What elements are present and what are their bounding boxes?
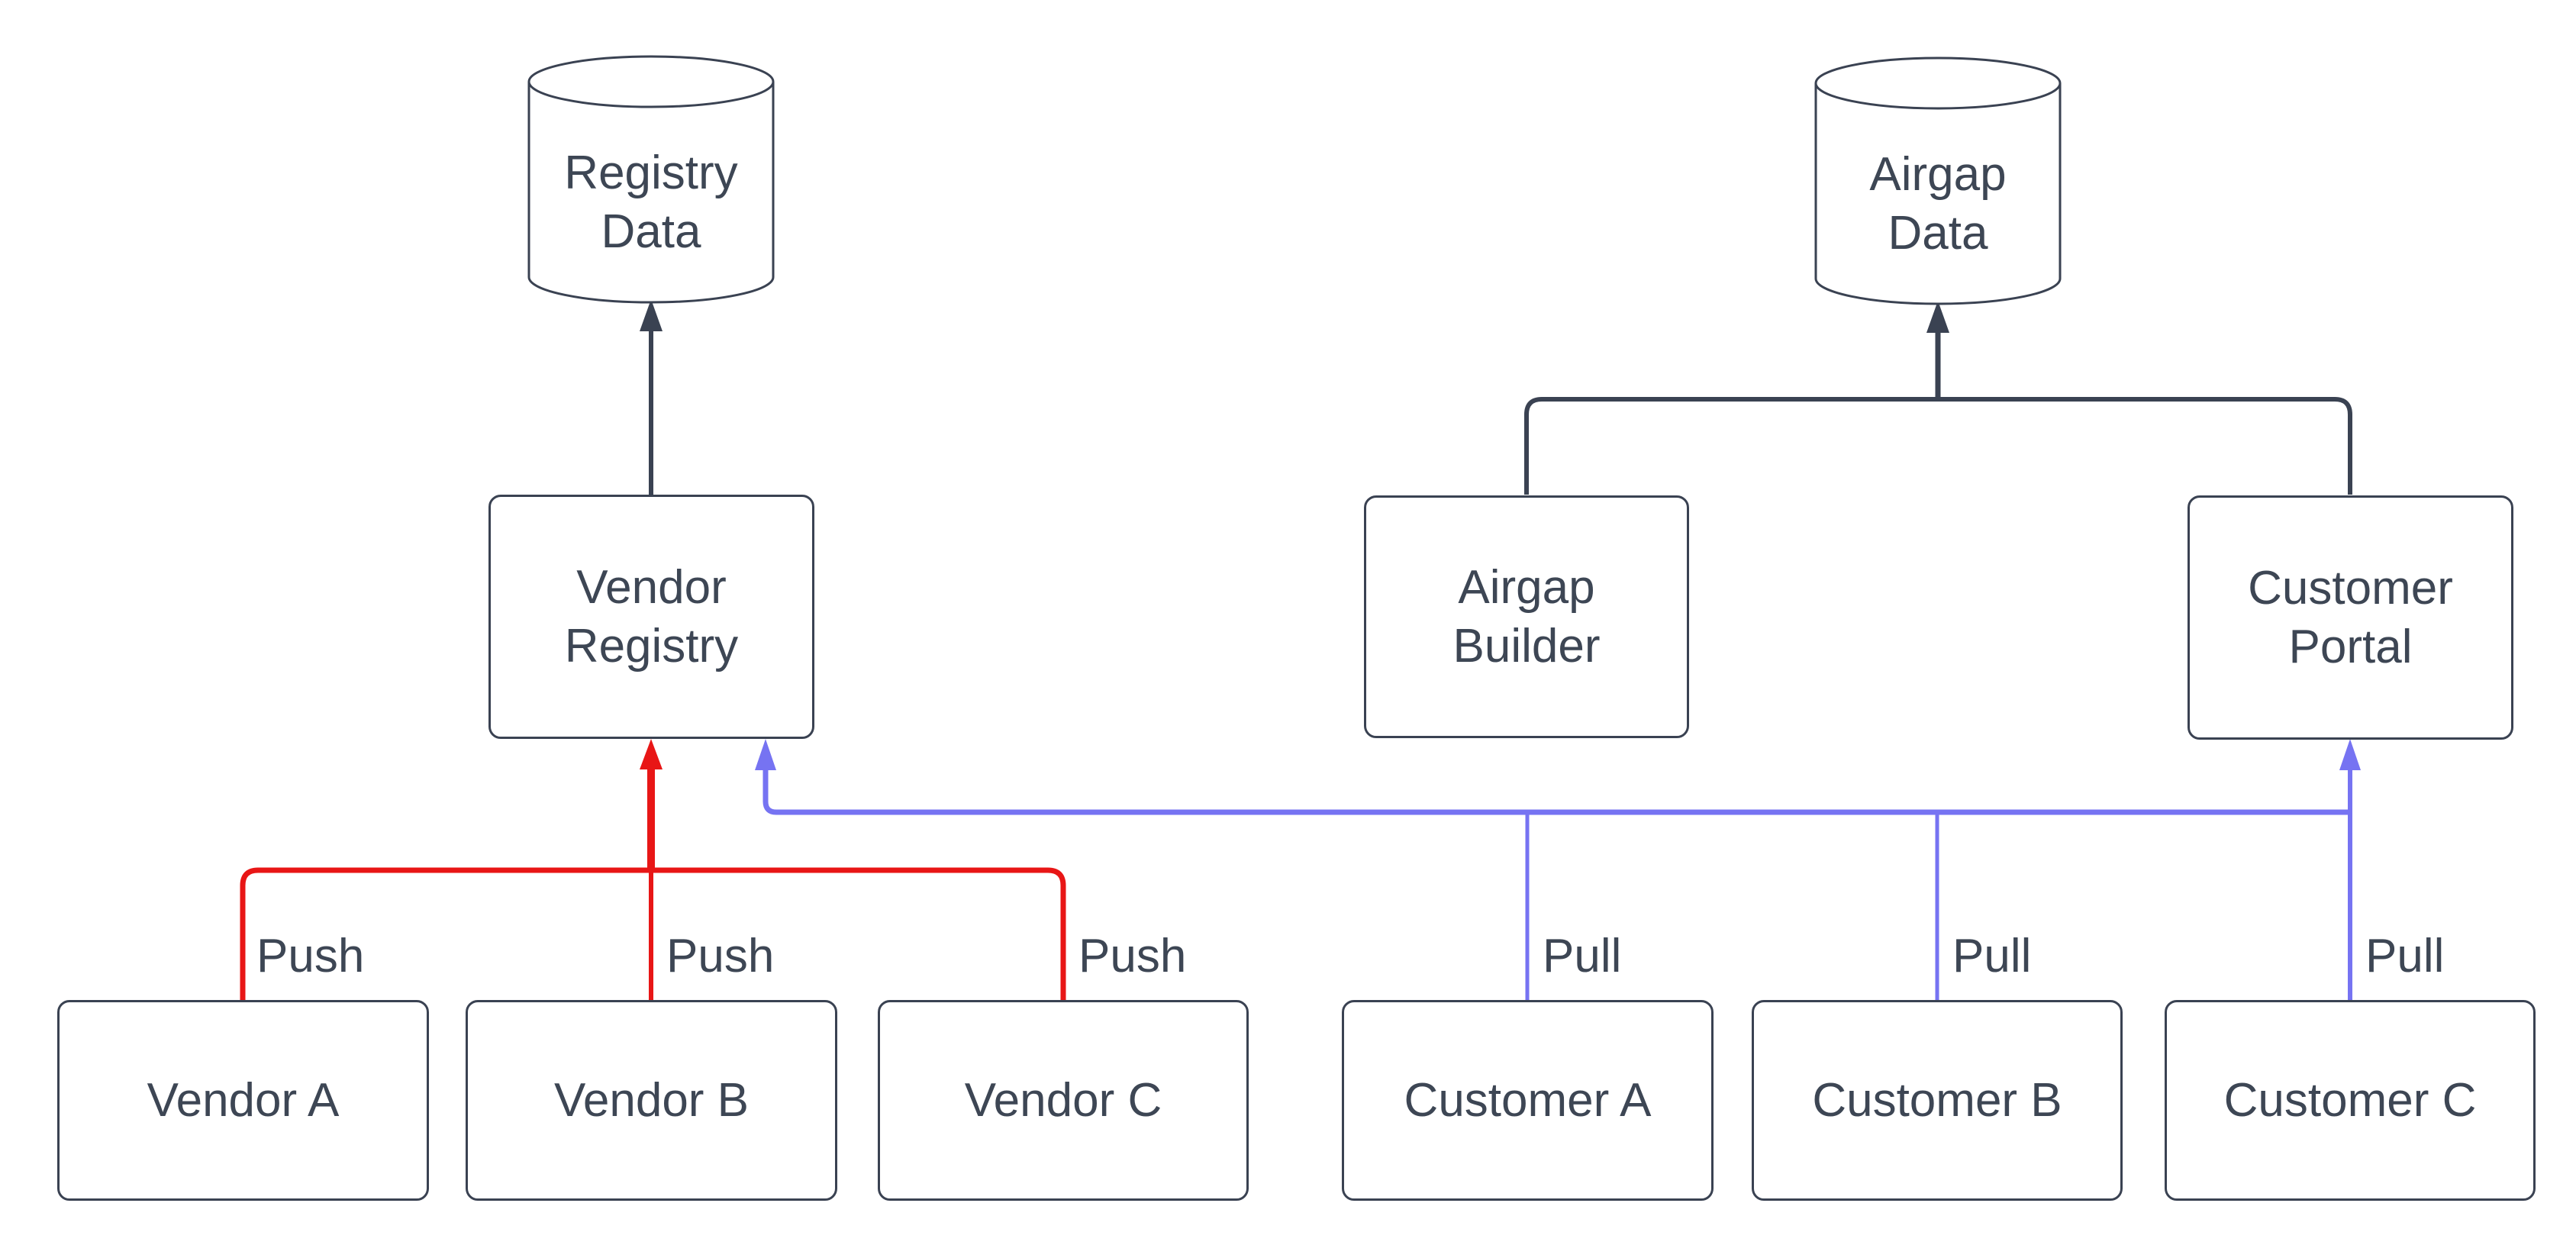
cylinder-body — [527, 82, 775, 304]
node-customer-b: Customer B — [1752, 1000, 2123, 1201]
arrow-head-up — [1926, 301, 1949, 333]
edge-label-pull-customer-a: Pull — [1543, 930, 1622, 982]
edge-label-push-vendor-a: Push — [256, 930, 365, 982]
edge-label-pull-customer-c: Pull — [2365, 930, 2445, 982]
arrow-head-up — [2339, 739, 2361, 770]
node-vendor-b: Vendor B — [466, 1000, 837, 1201]
cylinder-rim — [1814, 56, 2062, 110]
node-vendor-c: Vendor C — [878, 1000, 1249, 1201]
node-airgap-data-label: Airgap Data — [1869, 147, 2007, 260]
node-vendor-a: Vendor A — [57, 1000, 429, 1201]
node-registry-data-shape — [527, 55, 775, 304]
arrow-head-up — [640, 299, 663, 331]
cylinder-body — [1814, 83, 2062, 305]
edge-pull-group — [755, 739, 2361, 1000]
node-airgap-data-shape — [1814, 56, 2062, 305]
edge-label-pull-customer-b: Pull — [1952, 930, 2032, 982]
edge-builders-to-airgap-data — [1524, 301, 2352, 495]
node-customer-c: Customer C — [2165, 1000, 2536, 1201]
node-vendor-registry: Vendor Registry — [488, 495, 814, 739]
cylinder-rim — [527, 55, 775, 108]
edge-merge-bus — [1524, 397, 2352, 495]
node-customer-portal: Customer Portal — [2188, 495, 2513, 740]
edge-label-push-vendor-c: Push — [1078, 930, 1187, 982]
edge-vendor-registry-to-registry-data — [640, 299, 663, 495]
node-airgap-builder: Airgap Builder — [1364, 495, 1689, 738]
arrow-head-up — [755, 739, 776, 770]
arrow-head-up — [640, 739, 663, 769]
edge-push-group — [240, 739, 1066, 1000]
node-customer-a: Customer A — [1342, 1000, 1714, 1201]
node-registry-data-label: Registry Data — [564, 146, 738, 259]
pull-bus — [762, 767, 2350, 815]
edge-label-push-vendor-b: Push — [666, 930, 775, 982]
